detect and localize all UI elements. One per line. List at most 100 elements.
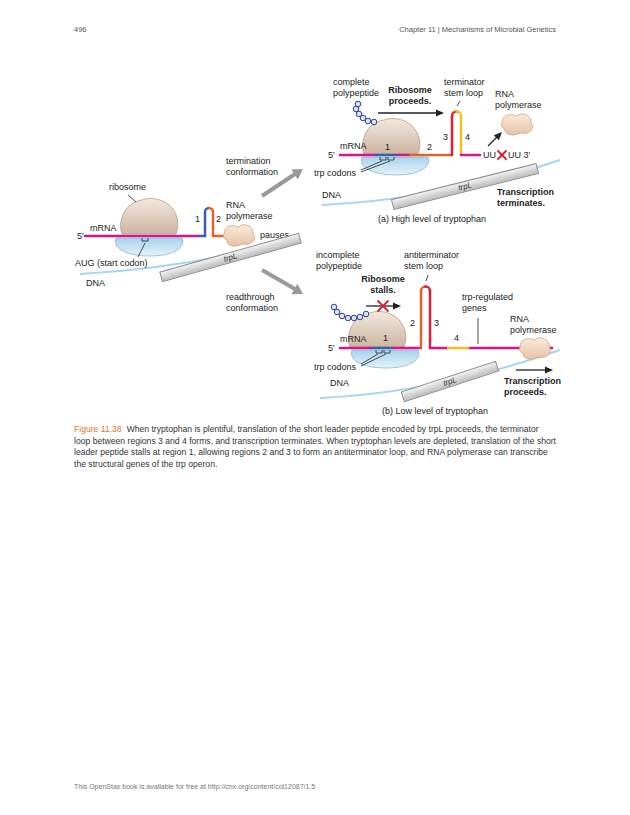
region-number: 4 <box>454 333 459 344</box>
rna-polymerase <box>519 338 550 359</box>
gene-name: trpL <box>457 180 473 192</box>
end-label: 5′ <box>328 150 335 161</box>
codon-mark <box>138 243 145 257</box>
part-label: RNA polymerase <box>226 200 276 222</box>
motion-arrow <box>494 132 502 140</box>
part-label: mRNA <box>340 141 367 152</box>
motion-arrow <box>378 110 502 147</box>
end-label: 5′ <box>328 343 335 354</box>
part-label: DNA <box>322 190 341 201</box>
codon-mark <box>376 350 382 353</box>
part-label: trp codons <box>314 168 356 179</box>
block-cross <box>378 301 388 311</box>
mrna-strand <box>451 116 454 155</box>
rna-polymerase <box>223 225 254 246</box>
codon-mark <box>361 157 394 172</box>
mrna-strand <box>461 154 480 157</box>
polypeptide-bead <box>355 101 361 107</box>
codon-mark <box>380 157 386 160</box>
transition-arrow <box>262 270 295 289</box>
part-label: mRNA <box>90 223 117 234</box>
polypeptide-bead <box>357 314 363 320</box>
mrna-strand <box>372 347 394 350</box>
state-label: Transcription terminates. <box>497 187 569 209</box>
block-cross <box>498 151 506 159</box>
leader-line <box>457 101 460 106</box>
part-label: trp-regulated genes <box>462 292 524 314</box>
part-label: RNA polymerase <box>510 314 560 336</box>
mrna-strand <box>85 235 199 238</box>
mrna-strand <box>394 347 421 350</box>
part-label: DNA <box>330 378 349 389</box>
block-cross <box>498 151 506 159</box>
polypeptide-bead <box>339 313 345 319</box>
codon-mark <box>361 350 390 366</box>
mrna-strand <box>340 112 480 156</box>
panel-title: (b) Low level of tryptophan <box>382 406 488 417</box>
mrna-strand <box>85 208 226 236</box>
footer-note: This OpenStax book is available for free… <box>74 783 315 791</box>
motion-arrow <box>366 305 394 306</box>
state-label: Transcription proceeds. <box>504 376 576 398</box>
codon-mark <box>388 157 394 160</box>
ribosome <box>351 350 419 368</box>
codon-mark <box>361 354 386 366</box>
ribosome <box>121 198 178 234</box>
mrna-strand <box>340 154 376 157</box>
polypeptide-bead <box>363 311 369 317</box>
running-header: Chapter 11 | Mechanisms of Microbial Gen… <box>399 25 556 34</box>
motion-arrow <box>516 369 546 370</box>
sequence-label: UU <box>483 150 496 161</box>
rna-polymerase <box>501 114 532 135</box>
part-label: DNA <box>86 278 105 289</box>
gene-name: trpL <box>222 251 238 263</box>
leader-line <box>128 195 136 202</box>
part-label: RNA polymerase <box>495 89 545 111</box>
leader-line <box>457 101 460 106</box>
polypeptide-bead <box>331 304 369 321</box>
gene-bar: trpL <box>401 360 500 401</box>
transition-arrow <box>262 174 295 196</box>
mrna-strand <box>448 347 470 350</box>
figure-caption: When tryptophan is plentiful, translatio… <box>74 424 556 469</box>
polypeptide-bead <box>353 101 377 125</box>
end-label: 5′ <box>77 231 84 242</box>
transition-arrow <box>291 169 303 180</box>
region-number: 2 <box>216 214 221 225</box>
polypeptide-bead <box>345 315 351 321</box>
caption-block: Figure 11.38When tryptophan is plentiful… <box>74 424 556 470</box>
block-cross <box>378 301 388 311</box>
region-number: 1 <box>383 333 388 344</box>
region-number: 3 <box>443 132 448 143</box>
part-label: AUG (start codon) <box>75 258 148 269</box>
codon-mark <box>138 238 148 257</box>
mrna-strand <box>410 154 452 157</box>
motion-arrow <box>366 303 553 374</box>
block-cross <box>498 151 506 159</box>
page-number: 496 <box>74 25 87 34</box>
leader-line <box>128 195 136 202</box>
mrna-strand <box>430 347 448 350</box>
region-number: 2 <box>427 142 432 153</box>
state-label: Ribosome stalls. <box>358 274 408 296</box>
region-number: 4 <box>465 132 470 143</box>
codon-mark <box>384 350 390 353</box>
rna-polymerase <box>501 114 532 135</box>
transition-arrow <box>291 284 303 294</box>
polypeptide-bead <box>351 315 357 321</box>
polypeptide-bead <box>371 119 377 125</box>
block-cross <box>378 301 388 311</box>
sequence-label: UU 3′ <box>508 150 530 161</box>
state-label: Ribosome proceeds. <box>384 85 436 107</box>
ribosome <box>361 118 429 175</box>
codon-mark <box>361 161 390 172</box>
part-label: antiterminator stem loop <box>404 250 470 272</box>
motion-arrow <box>488 137 497 146</box>
mrna-strand <box>376 154 398 157</box>
part-label: trp codons <box>314 362 356 373</box>
region-number: 2 <box>410 318 415 329</box>
motion-arrow <box>393 303 401 310</box>
rna-polymerase <box>519 338 550 359</box>
